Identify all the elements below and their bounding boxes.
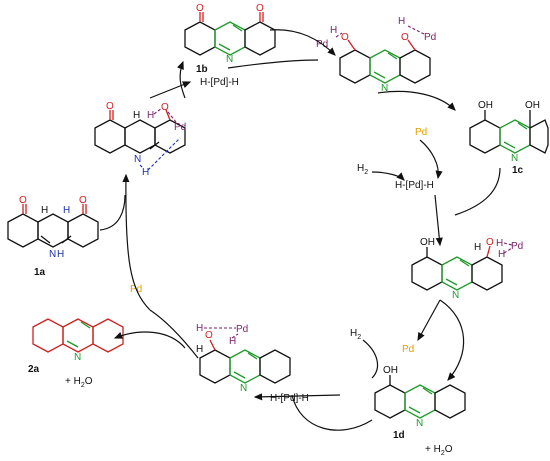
palladium-atom: Pd <box>511 241 523 252</box>
hydroxyl-group: OH <box>420 237 435 248</box>
molecule-1d: OH N 1d + H2O <box>374 365 466 457</box>
molecule-1c: OH OH N 1c <box>469 100 549 176</box>
nitrogen-atom: N <box>511 153 518 164</box>
reagent-pd: Pd <box>415 127 427 138</box>
water-o: O <box>85 376 93 387</box>
reagent-h2: H2 <box>350 328 361 341</box>
nitrogen-atom: N <box>381 83 388 94</box>
water-plus-h: + H <box>425 444 441 455</box>
water-byproduct-2a: + H2O <box>65 376 93 389</box>
water-subscript: 2 <box>81 382 85 389</box>
hydrogen-atom: H <box>63 205 70 216</box>
compound-label-1a: 1a <box>34 267 46 278</box>
hydrogen-atom: H <box>330 25 337 36</box>
nitrogen-atom: N <box>74 352 81 363</box>
oxygen-atom: O <box>79 195 87 206</box>
nitrogen-atom: N <box>226 54 233 65</box>
hydroxyl-group: OH <box>525 100 540 111</box>
reagent-h2: H2 <box>357 163 368 176</box>
reagent-pd: Pd <box>402 344 414 355</box>
hydrogen-atom: H <box>41 205 48 216</box>
svg-text:H2: H2 <box>357 163 368 176</box>
water-o: O <box>445 444 453 455</box>
palladium-atom: Pd <box>236 324 248 335</box>
water-subscript: 2 <box>441 450 445 457</box>
oxygen-atom: O <box>401 32 409 43</box>
hydrogen-atom: H <box>147 110 154 121</box>
hydrogen-atom: H <box>133 110 140 121</box>
oxygen-atom: O <box>196 3 204 14</box>
nh-atom: N <box>49 249 56 260</box>
hydrogen-atom: H <box>474 242 481 253</box>
reagent-hpdh: H-[Pd]-H <box>395 180 434 191</box>
hydrogen-atom: H <box>229 336 236 347</box>
nitrogen-atom: N <box>452 290 459 301</box>
molecule-2a: N 2a + H2O <box>28 318 124 389</box>
palladium-atom: Pd <box>174 122 186 133</box>
h2-h: H <box>350 328 357 339</box>
svg-text:+ H2O: + H2O <box>65 376 93 389</box>
oxygen-atom: O <box>341 32 349 43</box>
oxygen-atom: O <box>106 101 114 112</box>
nitrogen-atom: N <box>416 418 423 429</box>
molecule-1a-pd-complex: O O H H Pd N H <box>94 101 186 178</box>
hydrogen-atom: H <box>398 16 405 27</box>
h2-h: H <box>357 163 364 174</box>
reagent-hpdh: H-[Pd]-H <box>200 77 239 88</box>
molecule-1b-pd-complex: O O H H Pd Pd N <box>316 16 436 94</box>
hydrogen-atom: H <box>498 249 505 260</box>
nh-hydrogen: H <box>57 249 64 260</box>
nitrogen-atom: N <box>240 383 247 394</box>
nh-hydrogen: H <box>142 167 149 178</box>
reagent-hpdh: H-[Pd]-H <box>270 393 309 404</box>
water-plus-h: + H <box>65 376 81 387</box>
hydrogen-atom: H <box>196 323 203 334</box>
oxygen-atom: O <box>205 330 213 341</box>
oxygen-atom: O <box>161 102 169 113</box>
oxygen-atom: O <box>256 3 264 14</box>
palladium-atom: Pd <box>424 32 436 43</box>
svg-text:+ H2O: + H2O <box>425 444 453 457</box>
molecule-1c-pd-complex: OH O H H H Pd N <box>411 237 523 301</box>
molecule-1b: O O N 1b <box>184 3 276 75</box>
oxygen-atom: O <box>486 237 494 248</box>
molecule-1d-pd-complex: O H H H Pd N <box>196 323 291 394</box>
h2-subscript: 2 <box>364 169 368 176</box>
cycle-arrows <box>99 29 501 431</box>
compound-label-1d: 1d <box>393 430 405 441</box>
hydroxyl-group: OH <box>478 100 493 111</box>
h2-subscript: 2 <box>357 334 361 341</box>
compound-label-2a: 2a <box>28 364 40 375</box>
hydrogen-atom: H <box>196 344 203 355</box>
hydrogen-atom: H <box>496 238 503 249</box>
nh-atom: N <box>134 154 141 165</box>
svg-text:H2: H2 <box>350 328 361 341</box>
compound-label-1c: 1c <box>512 165 524 176</box>
compound-label-1b: 1b <box>196 64 208 75</box>
oxygen-atom: O <box>19 195 27 206</box>
water-byproduct-1d: + H2O <box>425 444 453 457</box>
molecule-1a: O O H H N H 1a <box>7 195 99 278</box>
hydroxyl-group: OH <box>383 365 398 376</box>
